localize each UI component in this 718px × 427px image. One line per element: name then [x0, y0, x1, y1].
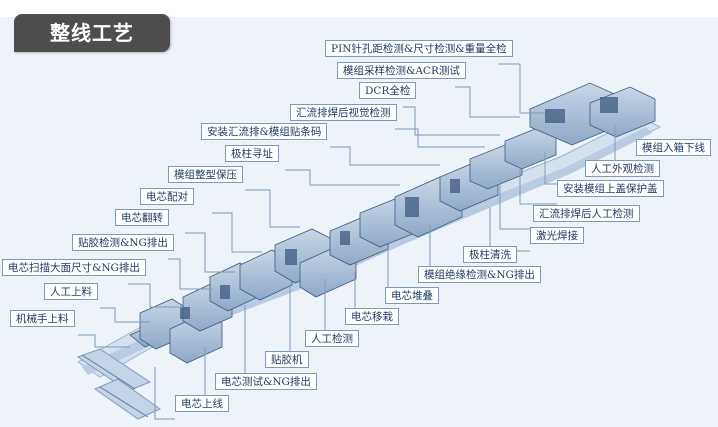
- label-gluer: 贴胶机: [265, 351, 309, 368]
- label-cell-test: 电芯测试&NG排出: [215, 373, 317, 390]
- label-cell-pairing: 电芯配对: [140, 188, 194, 205]
- page-title: 整线工艺: [14, 14, 170, 52]
- label-module-sampling: 模组采样检测&ACR测试: [337, 62, 466, 79]
- label-pole-clean: 极柱清洗: [463, 246, 517, 263]
- label-cell-online: 电芯上线: [175, 395, 229, 412]
- label-manual-check: 人工检测: [305, 330, 359, 347]
- label-manual-load: 人工上料: [44, 283, 98, 300]
- label-insulation: 模组绝缘检测&NG排出: [418, 266, 541, 283]
- label-busbar-manual: 汇流排焊后人工检测: [533, 205, 640, 222]
- label-glue-detect: 贴胶检测&NG排出: [72, 234, 174, 251]
- label-pole-seek: 极柱寻址: [225, 145, 279, 162]
- label-cell-flip: 电芯翻转: [115, 209, 169, 226]
- label-cell-stack: 电芯堆叠: [385, 287, 439, 304]
- label-dcr-check: DCR全检: [359, 82, 416, 99]
- label-appearance-check: 人工外观检测: [585, 160, 660, 177]
- title-tab: 整线工艺: [14, 14, 170, 52]
- label-install-cover: 安装模组上盖保护盖: [557, 180, 664, 197]
- label-cell-transfer: 电芯移栽: [345, 308, 399, 325]
- label-pin-check: PIN针孔距检测&尺寸检测&重量全检: [325, 40, 513, 57]
- label-busbar-visual: 汇流排焊后视觉检测: [290, 104, 397, 121]
- label-install-busbar: 安装汇流排&模组贴条码: [201, 123, 327, 140]
- label-module-shaping: 模组整型保压: [168, 166, 243, 183]
- label-robot-load: 机械手上料: [10, 310, 75, 327]
- label-cell-scan: 电芯扫描大面尺寸&NG排出: [2, 259, 146, 276]
- label-laser-weld: 激光焊接: [530, 227, 584, 244]
- label-module-boxing: 模组入箱下线: [636, 139, 711, 156]
